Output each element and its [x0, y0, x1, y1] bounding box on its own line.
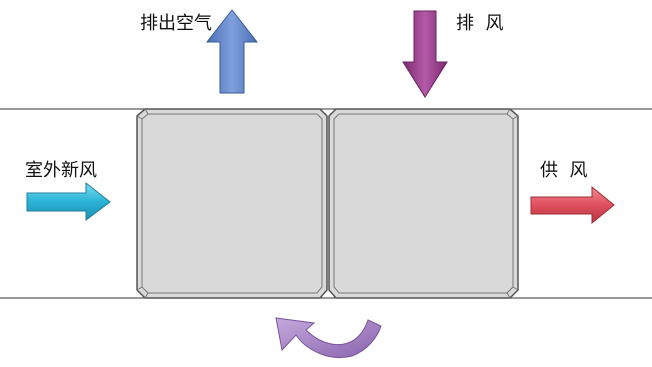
rotation-arrow-icon	[275, 317, 382, 358]
arrow-down-icon	[402, 10, 448, 98]
arrow-right-icon	[26, 181, 111, 221]
label-supply: 供 风	[540, 160, 587, 181]
arrow-up-icon	[205, 9, 259, 94]
heat-exchanger-panel-right	[328, 108, 519, 299]
label-outdoor-fresh: 室外新风	[25, 160, 97, 181]
arrow-right-icon	[530, 185, 615, 225]
heat-exchanger-panel-left	[136, 108, 328, 299]
label-exhaust-out: 排出空气	[140, 13, 212, 34]
label-exhaust-in: 排 风	[456, 13, 503, 34]
